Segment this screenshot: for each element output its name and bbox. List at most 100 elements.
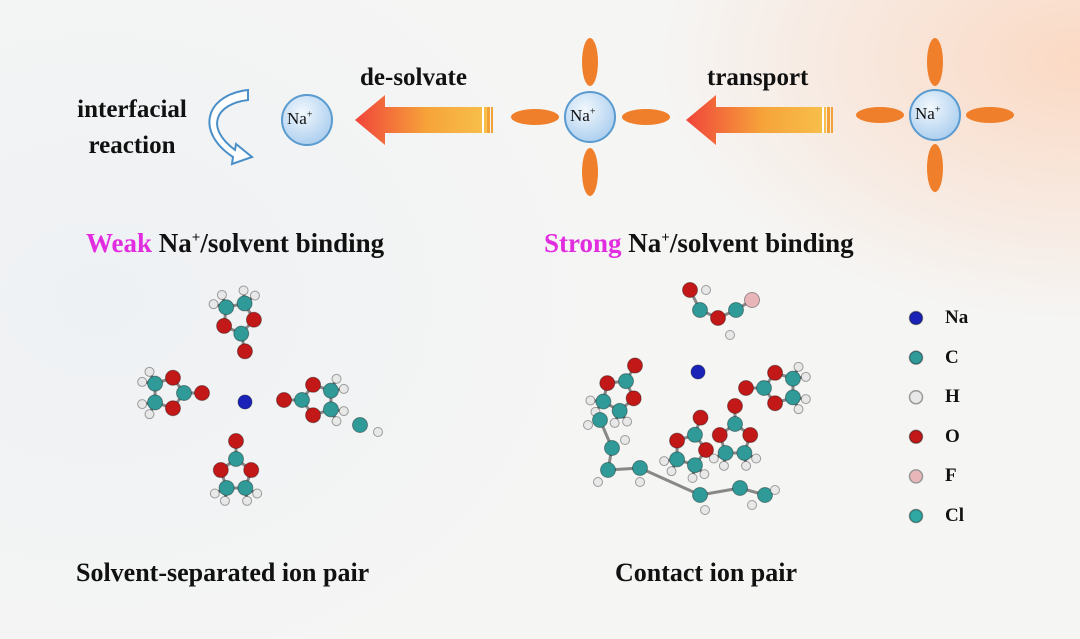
atom-c <box>669 451 686 468</box>
atom-c <box>686 457 703 474</box>
atom-o <box>767 395 784 412</box>
atom-h <box>609 417 620 428</box>
atom-c <box>784 370 801 387</box>
atom-h <box>699 469 710 480</box>
atom-h <box>238 285 249 296</box>
na-ion-label: Na+ <box>915 104 941 123</box>
atom-h <box>219 495 230 506</box>
atom-c <box>147 394 164 411</box>
solvent-molecule <box>659 409 714 483</box>
solvent-molecule <box>585 357 643 428</box>
atom-h <box>338 383 349 394</box>
contact-ion-pair-structure <box>583 282 811 515</box>
solvated-na-ion-middle <box>511 38 670 196</box>
atom-h <box>800 394 811 405</box>
atom-h <box>209 488 220 499</box>
atom-h <box>622 416 633 427</box>
atom-o <box>599 375 616 392</box>
atom-c <box>147 375 164 392</box>
bond <box>639 466 701 497</box>
legend-marker-c <box>908 350 924 365</box>
atom-h <box>585 395 596 406</box>
na-ion-label: Na+ <box>287 109 313 128</box>
atom-h <box>144 409 155 420</box>
atom-h <box>701 285 711 295</box>
atom-o <box>710 310 726 326</box>
atom-c <box>611 402 628 419</box>
atom-c <box>294 392 310 408</box>
atom-c <box>218 479 235 496</box>
atom-h <box>331 373 342 384</box>
atom-h <box>741 460 752 471</box>
atom-f <box>744 292 760 308</box>
atom-o <box>625 390 642 407</box>
atom-o <box>727 398 743 414</box>
atom-o <box>245 311 262 328</box>
atom-h <box>620 435 630 445</box>
legend-label-o: O <box>945 425 960 447</box>
atom-h <box>659 456 670 467</box>
atom-o <box>216 317 233 334</box>
atom-c <box>322 401 339 418</box>
legend-marker-f <box>908 469 924 484</box>
strong-binding-heading: Strong Na+/solvent binding <box>544 228 854 258</box>
legend-label-f: F <box>945 465 957 487</box>
atom-h <box>593 477 603 487</box>
atom-c <box>717 444 734 461</box>
atom-c <box>686 426 703 443</box>
atom-h <box>793 361 804 372</box>
atom-o <box>627 357 643 374</box>
atom-o <box>738 380 754 396</box>
atom-c <box>352 417 368 433</box>
solvent-molecule <box>708 398 762 471</box>
atom-c <box>595 393 612 410</box>
solvent-molecule <box>208 285 262 360</box>
atom-na <box>690 364 706 380</box>
atom-h <box>635 477 645 487</box>
atom-o <box>243 462 260 479</box>
solvent-molecule <box>583 412 780 515</box>
atom-h <box>751 453 762 464</box>
interfacial-reaction-label: interfacial reaction <box>62 92 202 164</box>
legend-label-na: Na <box>945 307 969 328</box>
atom-h <box>793 404 804 415</box>
bare-na-ion <box>281 94 333 146</box>
atom-c <box>322 382 339 399</box>
na-ion-label: Na+ <box>570 106 596 125</box>
atom-o <box>305 407 322 424</box>
atom-h <box>700 505 710 515</box>
atom-c <box>692 487 708 503</box>
atom-o <box>711 427 728 444</box>
atom-c <box>237 479 254 496</box>
atom-h <box>331 416 342 427</box>
legend-markers <box>908 310 924 524</box>
atom-h <box>137 399 148 410</box>
atom-h <box>747 500 757 510</box>
solvent-molecule <box>209 433 263 506</box>
legend-label-cl: Cl <box>945 505 964 526</box>
desolvate-label: de-solvate <box>360 64 467 91</box>
atom-o <box>305 376 322 393</box>
solvent-molecule <box>137 366 210 420</box>
atom-h <box>583 420 593 430</box>
atom-c <box>732 480 748 496</box>
atom-h <box>666 466 677 477</box>
atom-h <box>338 406 349 417</box>
atom-o <box>276 392 292 408</box>
atom-o <box>228 433 244 449</box>
legend-marker-cl <box>908 508 924 524</box>
atom-o <box>767 364 784 381</box>
atom-c <box>176 385 192 401</box>
desolvate-arrow-icon <box>355 95 493 145</box>
atom-h <box>249 290 260 301</box>
atom-h <box>770 485 780 495</box>
atom-o <box>194 385 210 401</box>
atom-c <box>736 444 753 461</box>
legend-marker-na <box>908 310 924 326</box>
legend-label-h: H <box>945 386 960 408</box>
atom-c <box>784 389 801 406</box>
atom-h <box>144 366 155 377</box>
weak-binding-heading: Weak Na+/solvent binding <box>86 228 385 258</box>
legend-marker-o <box>908 429 924 445</box>
